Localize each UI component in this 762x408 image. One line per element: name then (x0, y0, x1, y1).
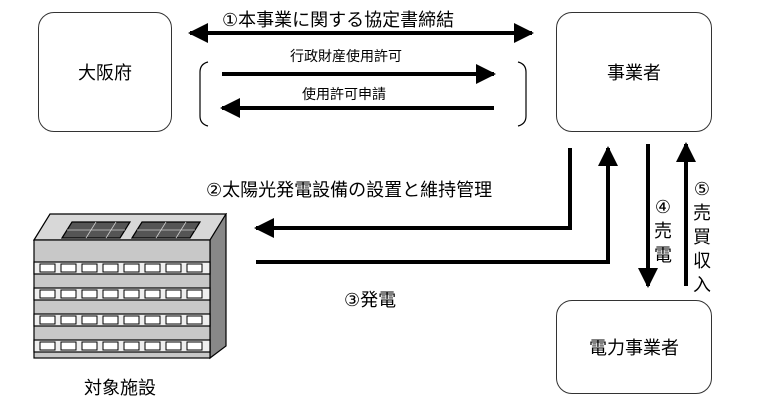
building-window (144, 289, 161, 299)
bracket-left (199, 61, 209, 127)
installation-label: ②太陽光発電設備の設置と維持管理 (206, 180, 493, 201)
building-window (81, 263, 98, 273)
operator-label: 事業者 (607, 63, 661, 84)
building-window (144, 263, 161, 273)
building-window (186, 289, 203, 299)
building-window (102, 263, 119, 273)
building-window (39, 315, 56, 325)
building-window (123, 315, 140, 325)
building-window (144, 341, 161, 351)
power-company-label: 電力事業者 (589, 338, 679, 359)
osaka-node: 大阪府 (38, 12, 172, 132)
building-window (39, 341, 56, 351)
sale-marker: ④ (654, 197, 672, 218)
building-window (165, 263, 182, 273)
building-window (165, 289, 182, 299)
generation-arrow (256, 146, 618, 264)
power-company-node: 電力事業者 (556, 300, 712, 394)
revenue-marker: ⑤ (693, 179, 711, 200)
building-window (186, 263, 203, 273)
generation-label: ③発電 (344, 290, 397, 311)
permit-label: 行政財産使用許可 (290, 49, 402, 65)
building-window (144, 315, 161, 325)
application-label: 使用許可申請 (302, 87, 386, 103)
building-window (123, 263, 140, 273)
operator-node: 事業者 (556, 12, 712, 132)
building-window (60, 289, 77, 299)
building-window (123, 341, 140, 351)
building-window (186, 341, 203, 351)
building-window (81, 315, 98, 325)
sale-label: 売電 (654, 221, 672, 266)
building-window (102, 289, 119, 299)
installation-arrow (254, 148, 572, 238)
osaka-label: 大阪府 (78, 63, 132, 84)
building-window (165, 315, 182, 325)
building-window (165, 341, 182, 351)
agreement-label: ①本事業に関する協定書締結 (222, 10, 455, 31)
building-window (60, 341, 77, 351)
building-windows (39, 263, 203, 351)
building-window (60, 263, 77, 273)
building-window (123, 289, 140, 299)
revenue-label: 売買収入 (693, 203, 711, 296)
building-window (186, 315, 203, 325)
bracket-right (517, 61, 527, 127)
building-window (102, 315, 119, 325)
building-window (60, 315, 77, 325)
building-window (39, 289, 56, 299)
building-window (81, 341, 98, 351)
building-window (39, 263, 56, 273)
building-window (102, 341, 119, 351)
target-facility-label: 対象施設 (84, 378, 156, 399)
building-window (81, 289, 98, 299)
building-icon (32, 212, 228, 360)
